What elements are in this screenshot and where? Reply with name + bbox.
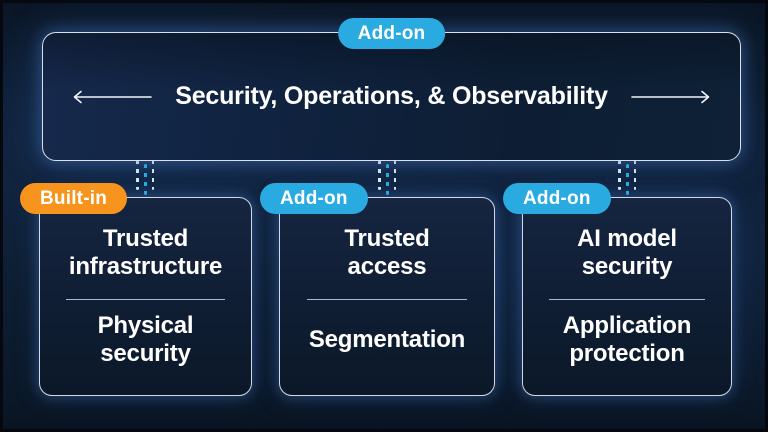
addon-badge: Add-on (260, 183, 368, 214)
connector-dash-cyan (143, 164, 147, 195)
connector-dash-cyan (385, 164, 389, 195)
card-bottom-section: Application protection (523, 300, 731, 381)
card-divider (549, 298, 705, 300)
card-top-section: Trusted infrastructure (40, 208, 251, 299)
card-trusted-access: Add-on Trusted access Segmentation (260, 183, 495, 396)
card-divider (66, 298, 225, 300)
card-top-section: AI model security (523, 208, 731, 299)
top-box-content: Security, Operations, & Observability (43, 33, 740, 160)
connector-dotted-line-1 (136, 160, 154, 196)
addon-badge-top: Add-on (337, 18, 446, 49)
top-box-title: Security, Operations, & Observability (175, 82, 608, 110)
connector-dash-white (618, 160, 621, 190)
card-divider (306, 298, 468, 300)
card-subtitle: Application protection (562, 312, 692, 368)
addon-badge: Add-on (503, 183, 611, 214)
card-ai-model-security: Add-on AI model security Application pro… (503, 183, 732, 396)
connector-dash-white (378, 160, 381, 190)
card-title: Trusted access (344, 225, 430, 281)
builtin-badge: Built-in (20, 183, 128, 214)
security-operations-observability-box: Add-on Security, Operations, & Observabi… (42, 18, 741, 161)
card-top-section: Trusted access (280, 208, 494, 299)
connector-dash-white (633, 160, 636, 190)
card-title: Trusted infrastructure (68, 225, 223, 281)
connector-dotted-line-3 (618, 160, 636, 196)
connector-dash-white (393, 160, 396, 190)
connector-dash-white (136, 160, 139, 190)
card-bottom-section: Segmentation (280, 300, 494, 381)
connector-dash-cyan (625, 164, 629, 195)
left-arrow-icon (73, 90, 153, 103)
right-arrow-icon (630, 90, 710, 103)
card-bottom-section: Physical security (40, 300, 251, 381)
card-trusted-infrastructure: Built-in Trusted infrastructure Physical… (20, 183, 252, 396)
connector-dash-white (151, 160, 154, 190)
card-subtitle: Segmentation (308, 326, 466, 354)
connector-dotted-line-2 (378, 160, 396, 196)
card-subtitle: Physical security (97, 312, 194, 368)
card-title: AI model security (577, 225, 677, 281)
